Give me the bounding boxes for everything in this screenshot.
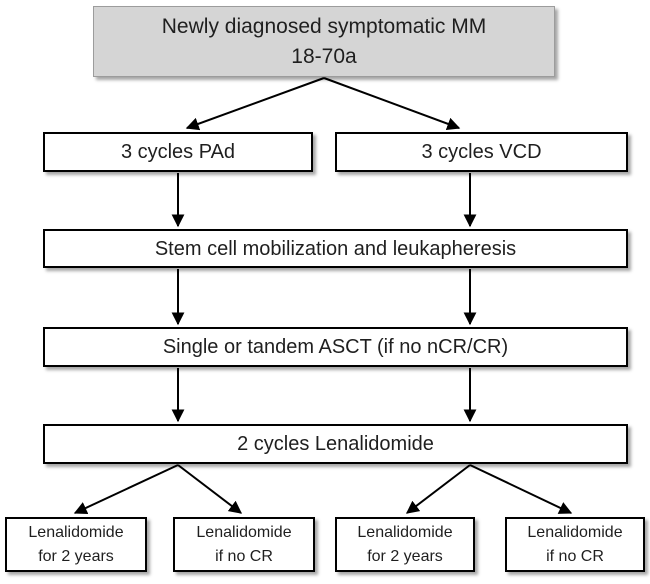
node-asct: Single or tandem ASCT (if no nCR/CR) <box>43 327 628 367</box>
node-lenalidomide-no-cr-right-line2: if no CR <box>546 547 604 565</box>
arrow-lenalidomide-to-maint2 <box>177 464 243 514</box>
node-2-cycles-lenalidomide-label: 2 cycles Lenalidomide <box>237 433 434 455</box>
arrow-lenalidomide-to-maint1 <box>73 464 179 514</box>
node-3-cycles-vcd: 3 cycles VCD <box>335 132 628 172</box>
node-3-cycles-vcd-label: 3 cycles VCD <box>421 141 542 163</box>
node-3-cycles-pad: 3 cycles PAd <box>43 132 313 172</box>
node-lenalidomide-no-cr-right: Lenalidomide if no CR <box>505 517 645 572</box>
node-lenalidomide-2-years-right-line2: for 2 years <box>367 547 443 565</box>
node-lenalidomide-no-cr-right-line1: Lenalidomide <box>527 524 623 542</box>
arrow-root-to-vcd <box>323 77 461 131</box>
node-lenalidomide-2-years-left: Lenalidomide for 2 years <box>5 517 147 572</box>
node-newly-diagnosed-mm: Newly diagnosed symptomatic MM 18-70a <box>93 6 555 77</box>
node-lenalidomide-2-years-right: Lenalidomide for 2 years <box>335 517 475 572</box>
node-lenalidomide-no-cr-left-line2: if no CR <box>215 547 273 565</box>
node-lenalidomide-no-cr-left-line1: Lenalidomide <box>196 524 292 542</box>
node-stem-cell-mobilization: Stem cell mobilization and leukapheresis <box>43 229 628 268</box>
node-stem-cell-mobilization-label: Stem cell mobilization and leukapheresis <box>154 237 517 260</box>
node-lenalidomide-2-years-right-line1: Lenalidomide <box>357 524 453 542</box>
arrow-lenalidomide-to-maint3 <box>405 464 471 514</box>
arrow-lenalidomide-to-maint4 <box>469 464 573 514</box>
node-asct-label: Single or tandem ASCT (if no nCR/CR) <box>162 336 509 358</box>
node-lenalidomide-2-years-left-line2: for 2 years <box>38 547 114 565</box>
arrow-root-to-pad <box>185 77 325 131</box>
node-lenalidomide-2-years-left-line1: Lenalidomide <box>28 524 124 542</box>
node-newly-diagnosed-mm-line1: Newly diagnosed symptomatic MM <box>161 15 487 39</box>
node-2-cycles-lenalidomide: 2 cycles Lenalidomide <box>43 424 628 464</box>
node-newly-diagnosed-mm-line2: 18-70a <box>291 44 357 68</box>
node-lenalidomide-no-cr-left: Lenalidomide if no CR <box>173 517 315 572</box>
node-3-cycles-pad-label: 3 cycles PAd <box>120 141 236 163</box>
